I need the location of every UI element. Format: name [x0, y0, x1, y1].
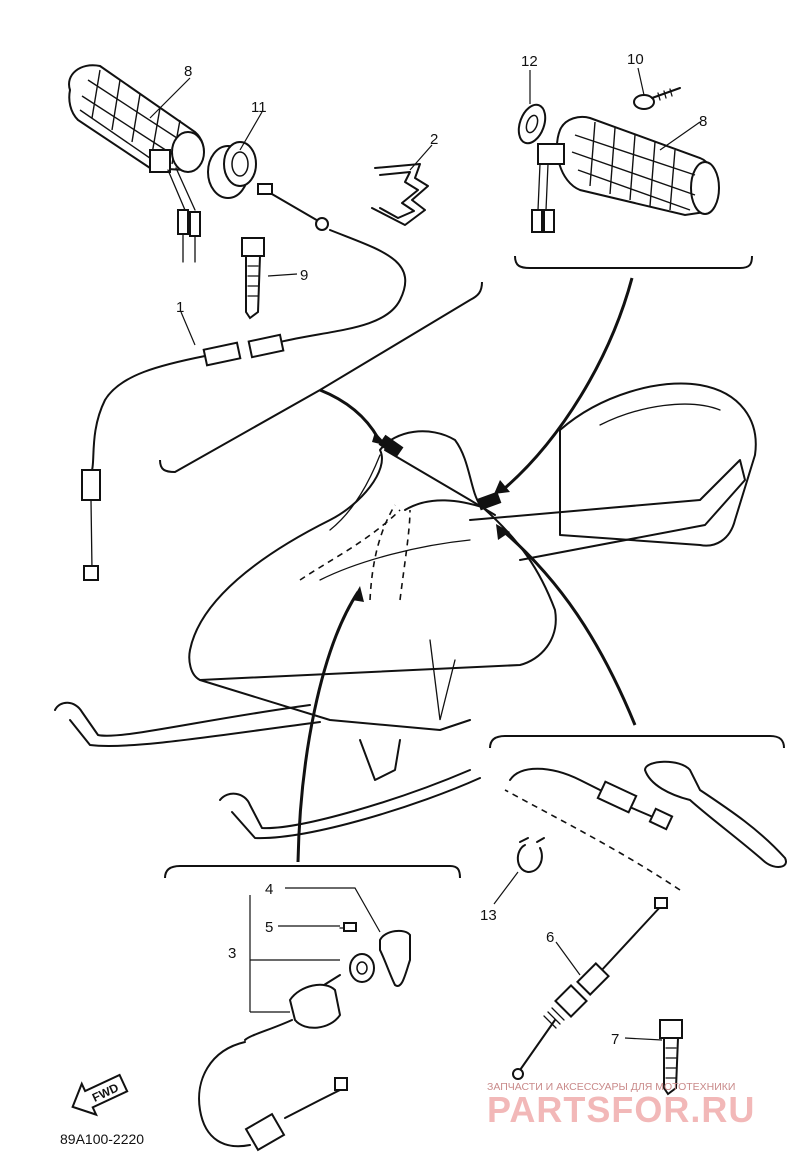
grip-left	[68, 64, 205, 263]
callout-13: 13	[480, 907, 497, 924]
throttle-cable	[81, 183, 407, 581]
callout-8-right: 8	[699, 113, 707, 130]
fwd-arrow-icon: FWD	[71, 1073, 129, 1117]
brake-lever-assembly	[509, 760, 787, 868]
callout-9: 9	[300, 267, 308, 284]
watermark-tagline: ЗАПЧАСТИ И АКСЕССУАРЫ ДЛЯ МОТОТЕХНИКИ	[487, 1081, 735, 1093]
detail-bracket-top-left	[159, 281, 483, 474]
detail-bracket-bottom-right	[489, 735, 785, 749]
watermark-brand: PARTSFOR.RU	[487, 1089, 755, 1130]
small-clamp	[516, 837, 545, 873]
snowmobile-body	[54, 382, 757, 840]
grip-right	[531, 115, 720, 233]
screw	[633, 87, 681, 110]
callout-10: 10	[627, 51, 644, 68]
callout-5: 5	[265, 919, 273, 936]
detail-bracket-bottom-left	[164, 865, 461, 879]
cable-tie-lower	[659, 1019, 683, 1096]
callout-6: 6	[546, 929, 554, 946]
callout-4: 4	[265, 881, 273, 898]
callout-8-left: 8	[184, 63, 192, 80]
detail-bracket-top-right	[514, 255, 753, 269]
callout-7: 7	[611, 1031, 619, 1048]
diagram-code: 89A100-2220	[60, 1131, 144, 1147]
callout-11: 11	[251, 99, 267, 116]
callout-12: 12	[521, 53, 538, 70]
leader-lines	[149, 67, 701, 1041]
cable-tie-upper	[241, 237, 265, 320]
washer	[517, 103, 547, 145]
brake-cable	[504, 789, 681, 1080]
cable-clip	[371, 163, 429, 226]
callout-numbers: 8 11 2 9 1 12 10 8 4 5 3 6 7 13	[176, 51, 707, 1048]
callout-3: 3	[228, 945, 236, 962]
callout-2: 2	[430, 131, 438, 148]
callout-1: 1	[176, 299, 184, 316]
pointer-arrows	[296, 277, 637, 863]
collar	[207, 141, 257, 199]
choke-assembly	[198, 895, 411, 1152]
